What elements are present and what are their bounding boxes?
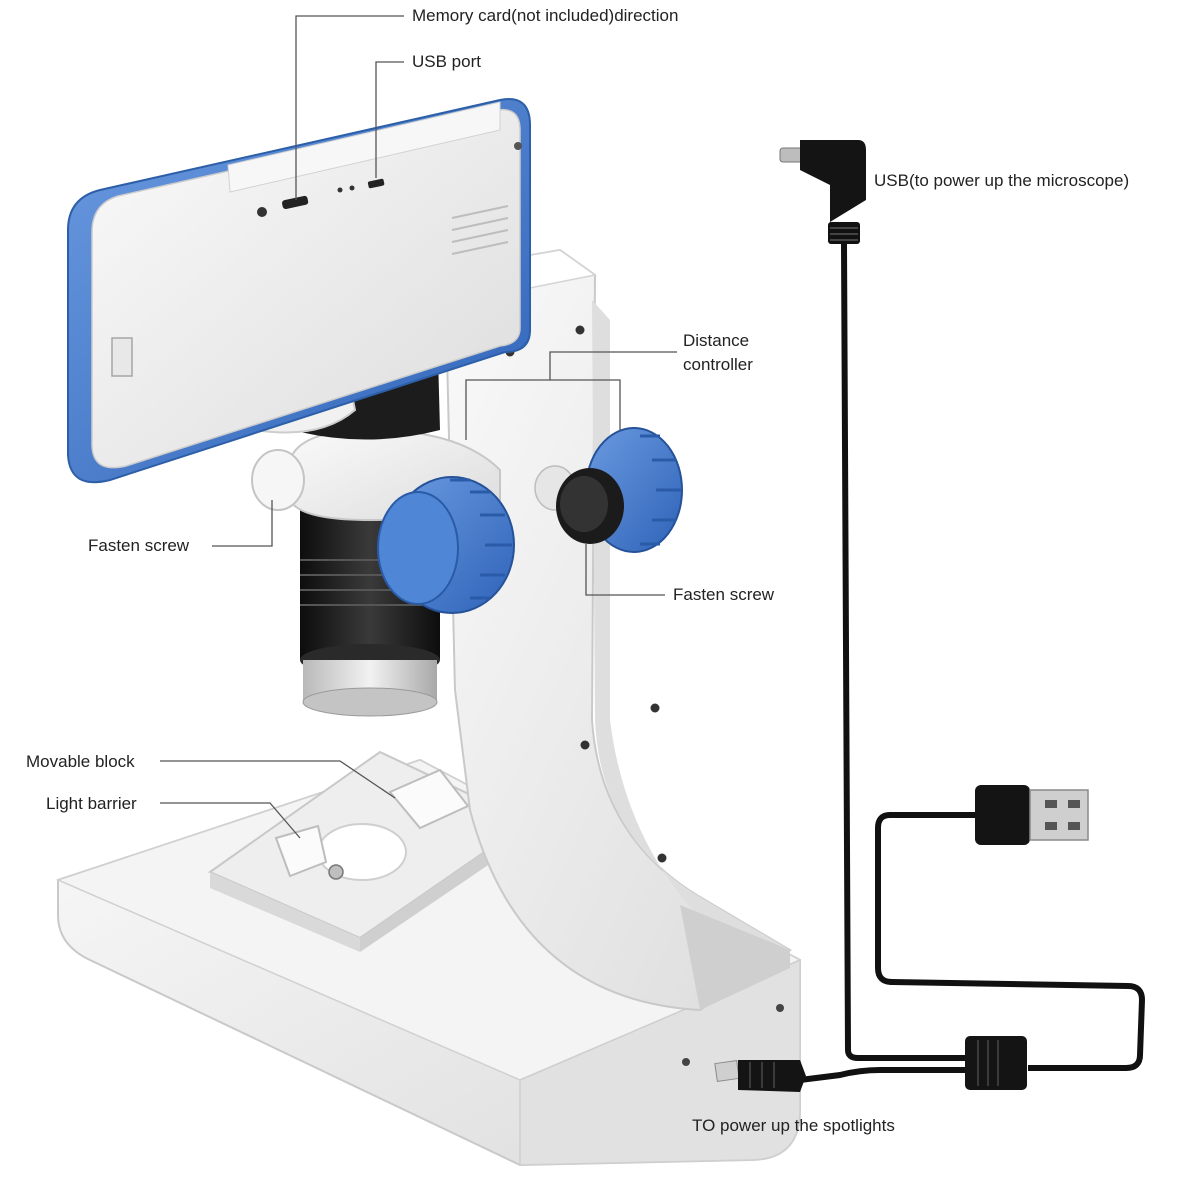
label-distance-controller-line2: controller bbox=[683, 355, 753, 374]
black-fasten-knob bbox=[534, 465, 624, 544]
label-fasten-screw-right: Fasten screw bbox=[673, 585, 775, 604]
distance-controller-knobs bbox=[377, 427, 683, 614]
label-power-spotlights: TO power up the spotlights bbox=[692, 1116, 895, 1135]
y-splitter bbox=[965, 1036, 1027, 1090]
label-memory-card: Memory card(not included)direction bbox=[412, 6, 678, 25]
microscope-illustration bbox=[55, 98, 802, 1167]
leader-distance-controller-right bbox=[550, 379, 621, 430]
spotlight-cable bbox=[799, 1067, 965, 1083]
usb-a-cable bbox=[875, 812, 1146, 1071]
leader-usb-port bbox=[375, 61, 404, 178]
callout-labels: Memory card(not included)direction USB p… bbox=[26, 6, 1129, 1135]
dc-barrel-plug-icon bbox=[714, 1059, 806, 1092]
usb-a-plug-icon bbox=[975, 785, 1089, 845]
leader-fasten-screw-left bbox=[212, 500, 273, 547]
leader-memory-card bbox=[295, 15, 404, 200]
leader-fasten-screw-right bbox=[585, 544, 665, 596]
micro-usb-plug-icon bbox=[779, 140, 866, 244]
lcd-screen bbox=[67, 98, 531, 484]
leader-lines bbox=[160, 15, 677, 839]
label-usb-power-microscope: USB(to power up the microscope) bbox=[874, 171, 1129, 190]
cables bbox=[714, 140, 1146, 1092]
usb-microscope-cable bbox=[841, 243, 968, 1061]
leader-movable-block bbox=[160, 760, 396, 799]
leader-light-barrier bbox=[160, 802, 301, 839]
label-light-barrier: Light barrier bbox=[46, 794, 137, 813]
label-movable-block: Movable block bbox=[26, 752, 135, 771]
label-usb-port: USB port bbox=[412, 52, 481, 71]
label-distance-controller-line1: Distance bbox=[683, 331, 749, 350]
blue-knob-left bbox=[377, 476, 515, 614]
label-fasten-screw-left: Fasten screw bbox=[88, 536, 190, 555]
